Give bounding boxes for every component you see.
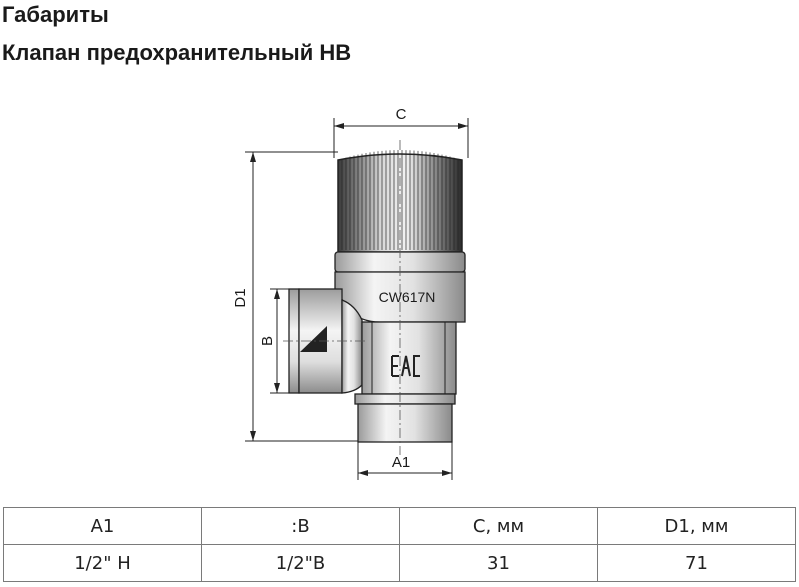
valve-drawing: CW617N C bbox=[232, 106, 469, 480]
dimension-b-label: B bbox=[259, 336, 276, 346]
dimension-a1-label: A1 bbox=[392, 454, 410, 471]
section-title: Габариты bbox=[2, 2, 109, 27]
dimension-d1-label: D1 bbox=[232, 288, 249, 307]
dimension-c bbox=[333, 118, 469, 158]
body-marking: CW617N bbox=[379, 289, 436, 305]
dimension-b bbox=[270, 288, 290, 394]
dimension-c-label: C bbox=[396, 106, 407, 123]
dimension-d1 bbox=[245, 151, 358, 442]
table-cell: 71 bbox=[597, 544, 796, 582]
product-title: Клапан предохранительный НВ bbox=[2, 40, 352, 65]
table-header-row: A1 :B C, мм D1, мм bbox=[3, 507, 796, 545]
table-header-cell: D1, мм bbox=[597, 507, 796, 545]
table-header-cell: A1 bbox=[3, 507, 202, 545]
flow-arrow-icon bbox=[300, 326, 327, 352]
eac-mark-icon bbox=[391, 355, 420, 377]
center-lines bbox=[283, 140, 401, 455]
table-cell: 1/2" Н bbox=[3, 544, 202, 582]
table-cell: 31 bbox=[399, 544, 598, 582]
table-header-cell: :B bbox=[201, 507, 400, 545]
table-header-cell: C, мм bbox=[399, 507, 598, 545]
table-cell: 1/2"В bbox=[201, 544, 400, 582]
dimension-a1 bbox=[357, 442, 453, 480]
bottom-thread bbox=[354, 393, 456, 443]
hex-section bbox=[361, 321, 457, 395]
table-row: 1/2" Н 1/2"В 31 71 bbox=[3, 544, 796, 582]
dimensions-table: A1 :B C, мм D1, мм 1/2" Н 1/2"В 31 71 bbox=[3, 507, 796, 582]
